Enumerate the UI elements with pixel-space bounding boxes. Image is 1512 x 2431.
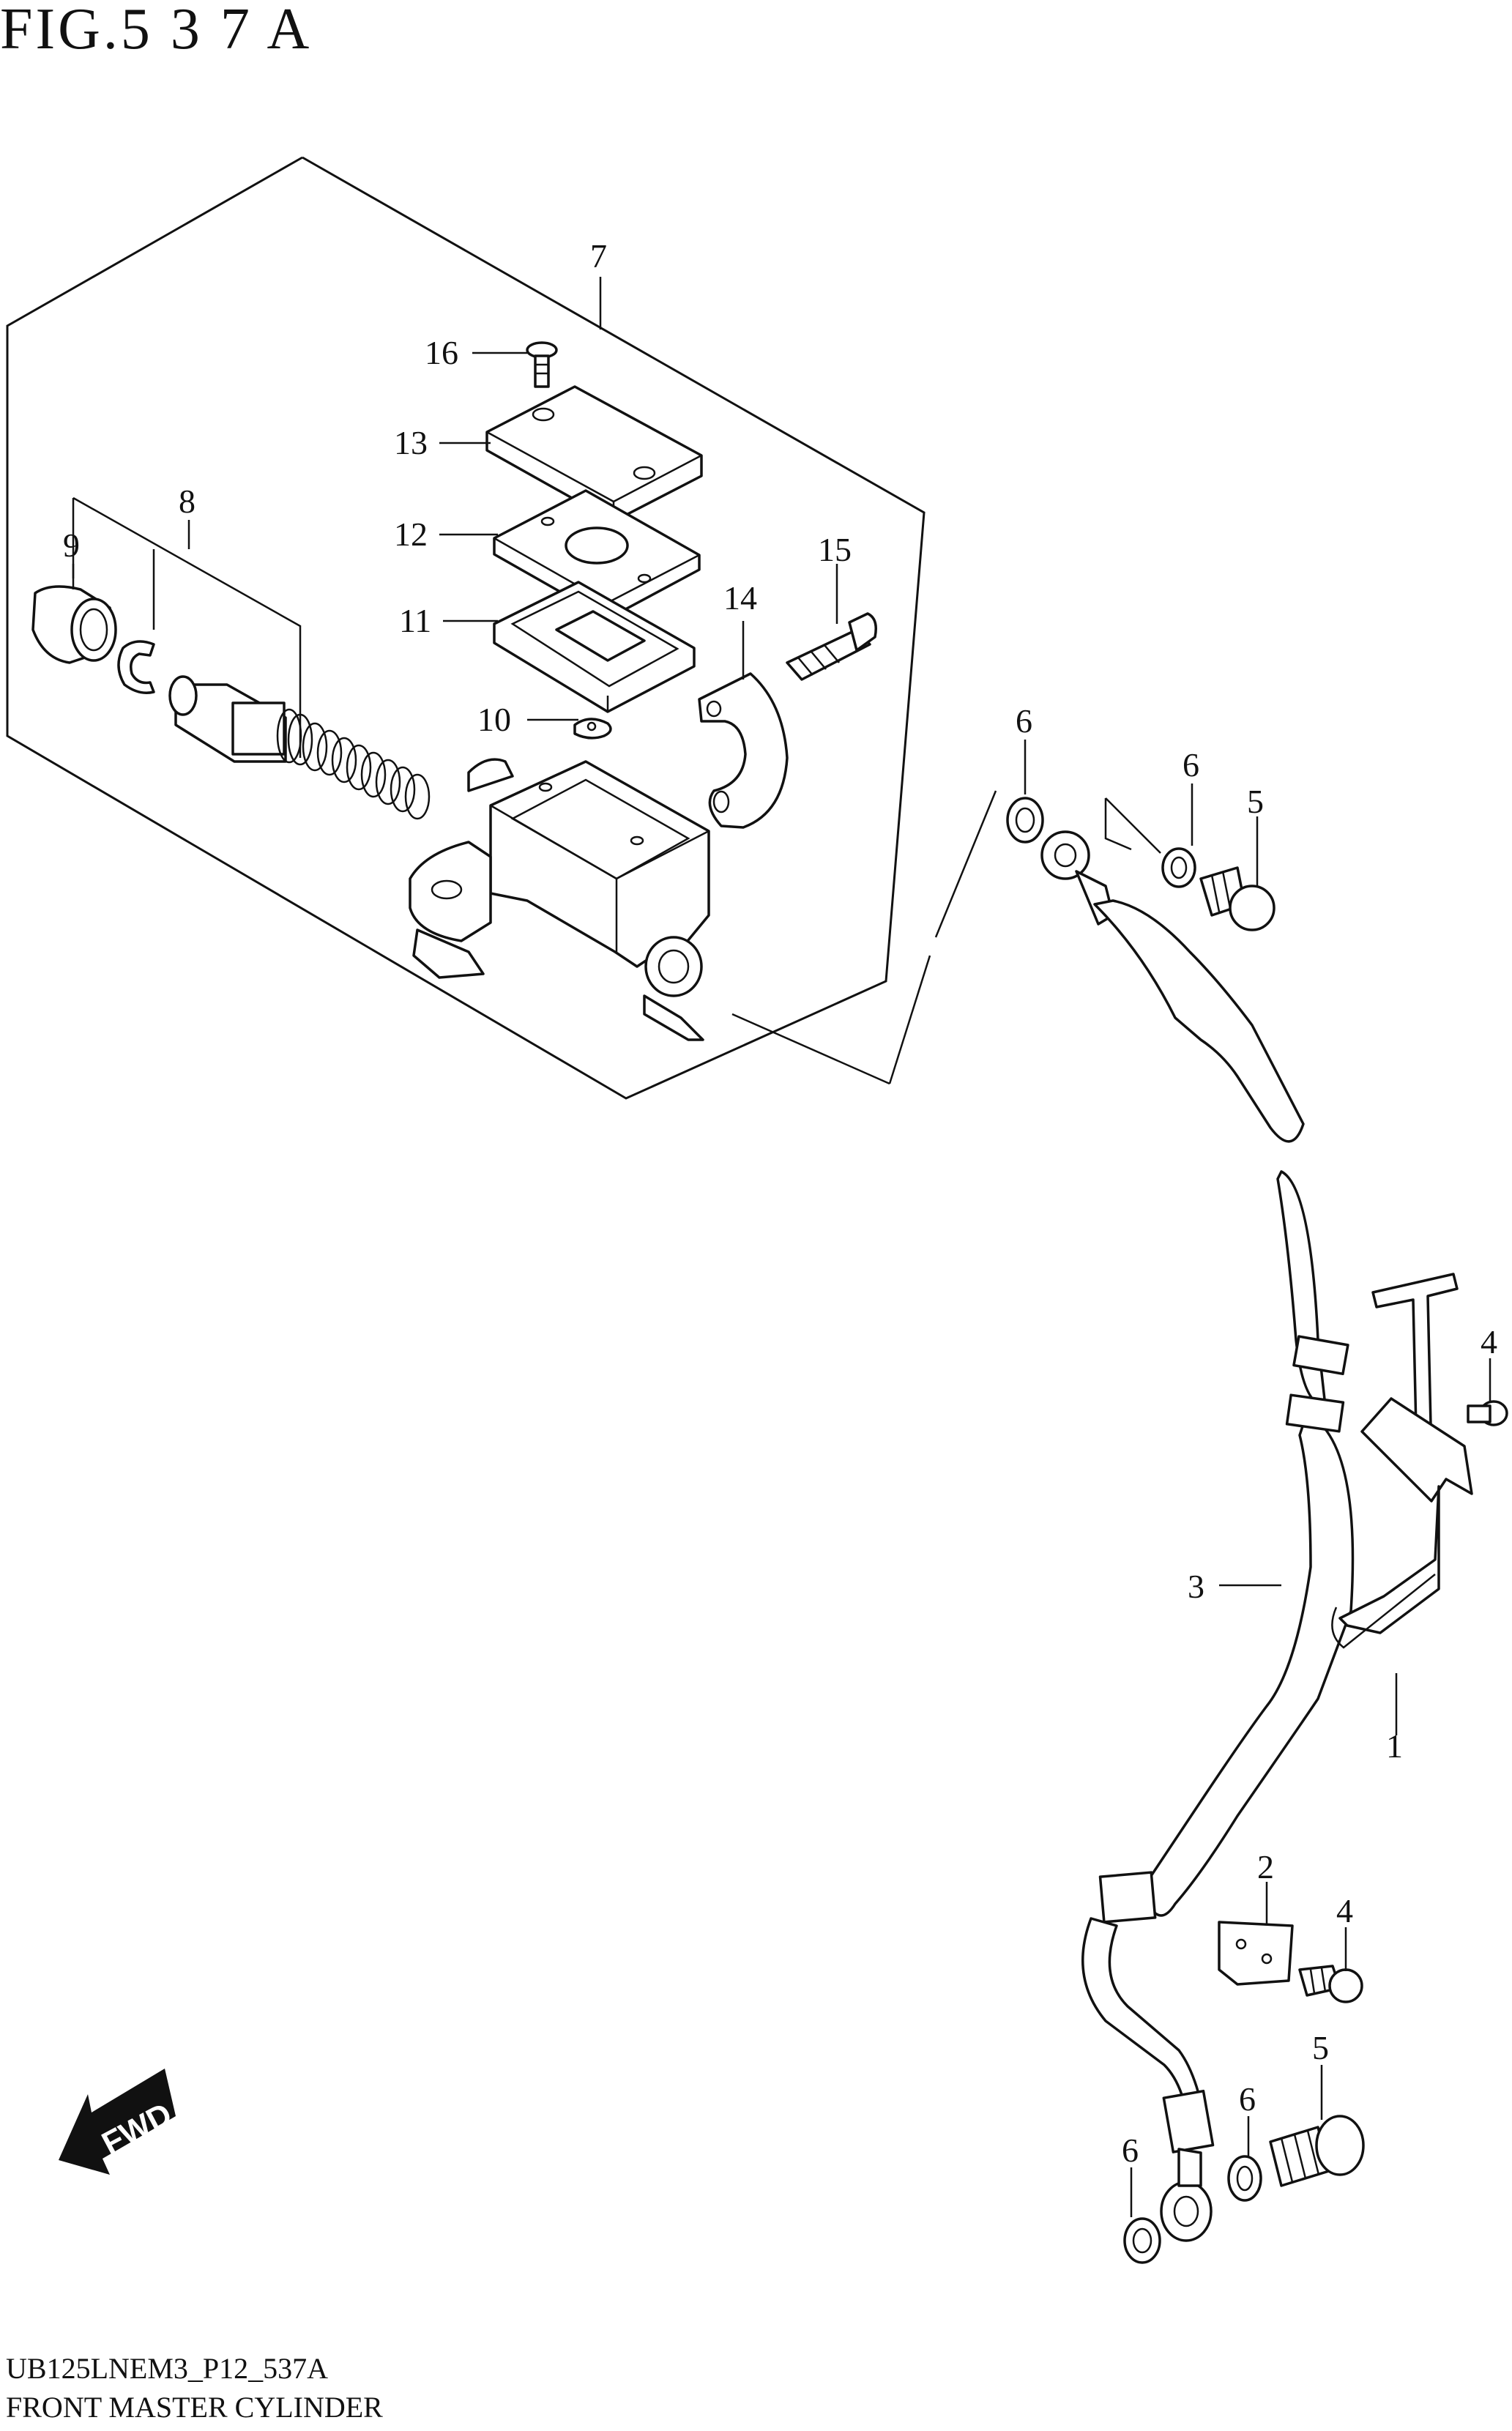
callout-14: 14 <box>723 579 757 617</box>
boot-9 <box>31 585 117 664</box>
diaphragm-plate-12 <box>493 489 701 620</box>
callout-4b: 4 <box>1336 1892 1353 1929</box>
callout-15: 15 <box>818 531 852 568</box>
callout-11: 11 <box>399 602 431 639</box>
brake-hose <box>1040 830 1355 2242</box>
callout-5a: 5 <box>1247 783 1264 820</box>
callout-3: 3 <box>1188 1568 1204 1605</box>
callout-8: 8 <box>179 483 195 520</box>
piston-and-spring <box>168 675 431 820</box>
callout-10: 10 <box>477 701 511 738</box>
callout-1: 1 <box>1386 1727 1403 1765</box>
callout-12: 12 <box>394 515 428 553</box>
clip-10 <box>573 718 612 740</box>
callout-2: 2 <box>1257 1848 1274 1885</box>
union-bolt-5-lower <box>1269 2115 1365 2187</box>
bolt-4-upper <box>1467 1400 1508 1426</box>
callout-16: 16 <box>425 334 458 371</box>
callout-13: 13 <box>394 424 428 461</box>
callout-6d: 6 <box>1122 2132 1139 2169</box>
callout-7: 7 <box>590 237 607 275</box>
clamp-bolt-15 <box>786 612 877 681</box>
hose-guide-bracket-1 <box>1331 1273 1473 1649</box>
union-bolt-5-upper <box>1199 866 1275 931</box>
callout-9: 9 <box>63 526 80 564</box>
master-cylinder-body <box>409 758 710 1041</box>
holder-clamp-14 <box>698 672 789 829</box>
bolt-4-lower <box>1298 1965 1363 2003</box>
callout-4a: 4 <box>1481 1323 1497 1360</box>
screw-16 <box>526 341 558 388</box>
connection-lines <box>731 790 1161 1085</box>
callout-6b: 6 <box>1183 746 1199 783</box>
callout-labels: 7 16 13 12 11 10 14 15 8 9 6 6 5 4 3 1 2… <box>63 237 1497 2169</box>
diaphragm-11 <box>493 581 696 713</box>
leader-lines <box>72 277 1491 2217</box>
circlip-8 <box>117 640 155 694</box>
figure-title: FIG.5 3 7 A <box>0 0 313 62</box>
gasket-washers-6 <box>1006 797 1262 2264</box>
callout-5b: 5 <box>1312 2029 1329 2066</box>
callout-6a: 6 <box>1016 702 1032 740</box>
fwd-arrow-icon: FWD <box>59 2069 178 2175</box>
master-cylinder-assembly-box <box>6 156 926 1100</box>
model-code: UB125LNEM3_P12_537A <box>6 2352 329 2385</box>
hose-clamp-2 <box>1218 1921 1294 1986</box>
reservoir-cap-13 <box>485 385 703 523</box>
figure-caption: FRONT MASTER CYLINDER <box>6 2391 383 2424</box>
callout-6c: 6 <box>1239 2080 1256 2118</box>
